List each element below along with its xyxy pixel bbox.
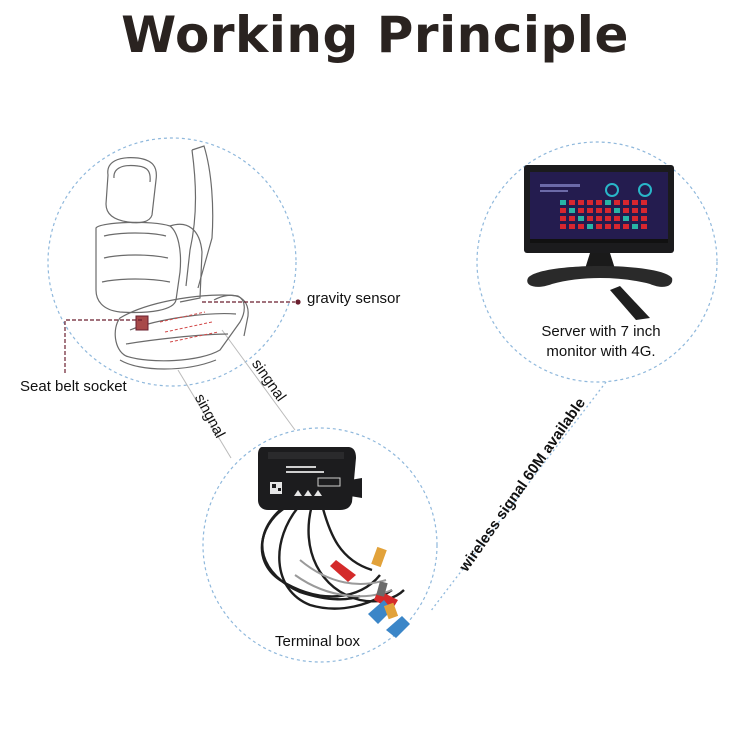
- monitor-seat-cell: [596, 224, 602, 229]
- terminal-circle: [202, 427, 438, 663]
- monitor-seat-cell: [605, 200, 611, 205]
- terminal-box-illustration: [258, 447, 410, 638]
- monitor-illustration: [524, 165, 674, 320]
- gravity-sensor-dot: [295, 299, 301, 305]
- terminal-cables: [260, 503, 405, 610]
- seat-illustration: [95, 145, 249, 370]
- seat-sensor-marks: [159, 311, 219, 343]
- wireless-link: [429, 381, 607, 613]
- monitor-seat-cell: [587, 200, 593, 205]
- seat-belt-leader: [64, 319, 142, 375]
- seat-belt-socket-label: Seat belt socket: [20, 378, 127, 395]
- monitor-seat-cell: [641, 200, 647, 205]
- monitor-seat-cell: [569, 216, 575, 221]
- monitor-seat-cell: [569, 200, 575, 205]
- monitor-seat-cell: [623, 224, 629, 229]
- monitor-seat-cell: [605, 208, 611, 213]
- monitor-seat-cell: [623, 208, 629, 213]
- monitor-seat-cell: [632, 216, 638, 221]
- monitor-seat-cell: [605, 224, 611, 229]
- monitor-seat-cell: [623, 200, 629, 205]
- monitor-seat-cell: [632, 200, 638, 205]
- monitor-seat-cell: [641, 224, 647, 229]
- monitor-seat-cell: [614, 208, 620, 213]
- server-label-line1: Server with 7 inch: [541, 323, 661, 340]
- monitor-seat-cell: [614, 200, 620, 205]
- monitor-seat-cell: [641, 208, 647, 213]
- monitor-seat-cell: [587, 216, 593, 221]
- monitor-seat-cell: [578, 224, 584, 229]
- monitor-seat-cell: [632, 208, 638, 213]
- monitor-seat-cell: [560, 208, 566, 213]
- monitor-seat-cell: [578, 208, 584, 213]
- signal-line-left: [177, 369, 232, 459]
- server-circle: [476, 141, 718, 383]
- monitor-seat-grid: [560, 200, 647, 229]
- monitor-seat-cell: [641, 216, 647, 221]
- monitor-seat-cell: [560, 200, 566, 205]
- monitor-seat-cell: [578, 200, 584, 205]
- gravity-sensor-label: gravity sensor: [307, 290, 401, 307]
- monitor-seat-cell: [569, 208, 575, 213]
- monitor-seat-cell: [632, 224, 638, 229]
- monitor-seat-cell: [587, 208, 593, 213]
- monitor-seat-cell: [614, 216, 620, 221]
- monitor-seat-cell: [587, 224, 593, 229]
- monitor-seat-cell: [614, 224, 620, 229]
- monitor-seat-cell: [560, 224, 566, 229]
- seat-belt-socket-marker: [135, 315, 149, 331]
- monitor-seat-cell: [596, 216, 602, 221]
- server-label-line2: monitor with 4G.: [546, 343, 656, 360]
- monitor-seat-cell: [578, 216, 584, 221]
- monitor-seat-cell: [569, 224, 575, 229]
- seat-circle: [47, 137, 297, 387]
- monitor-seat-cell: [605, 216, 611, 221]
- monitor-seat-cell: [596, 208, 602, 213]
- monitor-seat-cell: [560, 216, 566, 221]
- monitor-seat-cell: [623, 216, 629, 221]
- page-title: Working Principle: [121, 6, 629, 64]
- monitor-seat-cell: [596, 200, 602, 205]
- terminal-box-label: Terminal box: [275, 633, 361, 650]
- signal-line-right: [221, 329, 296, 431]
